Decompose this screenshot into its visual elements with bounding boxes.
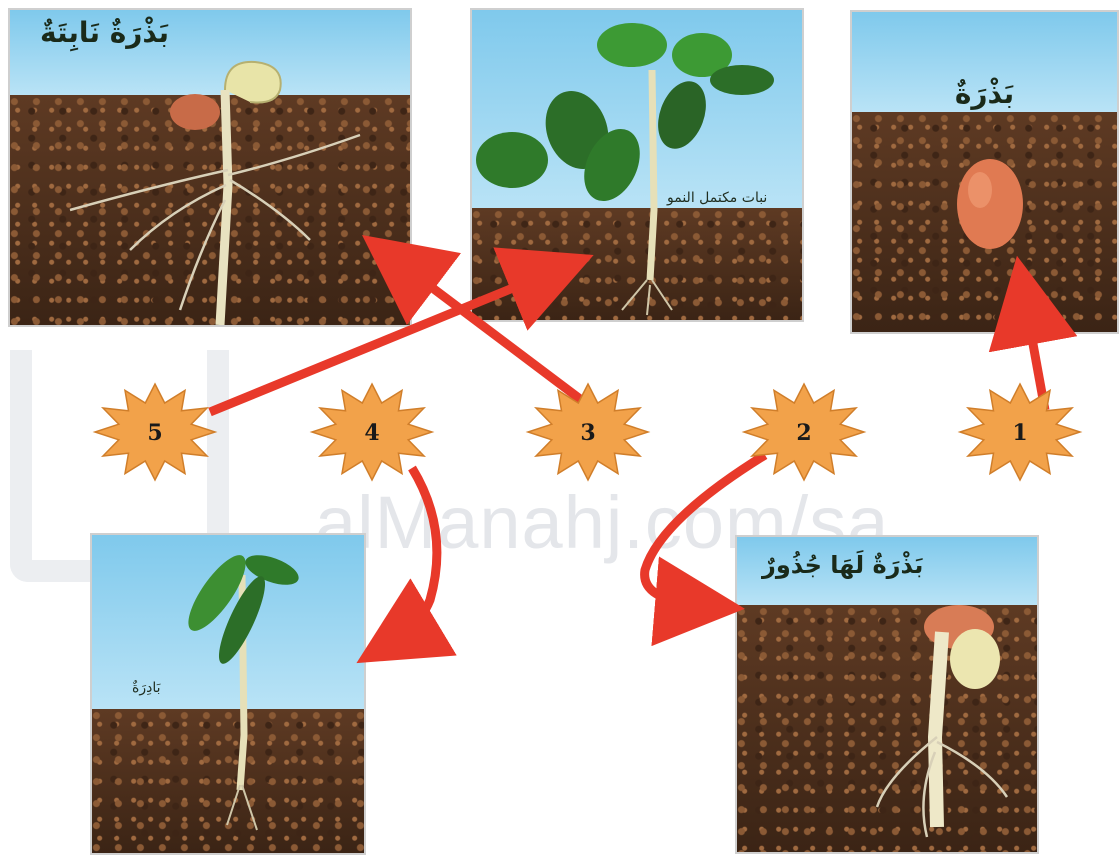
star-number-1: 1 [1012, 420, 1027, 446]
star-badge-1: 1 [960, 384, 1080, 480]
star-badge-2: 2 [744, 384, 864, 480]
star-badge-5: 5 [95, 384, 215, 480]
star-number-4: 4 [364, 420, 379, 446]
star-badge-3: 3 [528, 384, 648, 480]
star-number-2: 2 [796, 420, 811, 446]
star-number-3: 3 [580, 420, 595, 446]
star-number-5: 5 [147, 420, 162, 446]
arrow-2-to-seed-with-roots [645, 455, 765, 605]
arrow-4-to-seedling [395, 468, 437, 640]
star-badge-4: 4 [312, 384, 432, 480]
arrow-3-to-sprouted-seed [398, 262, 592, 408]
arrow-1-to-seed [1025, 300, 1045, 410]
